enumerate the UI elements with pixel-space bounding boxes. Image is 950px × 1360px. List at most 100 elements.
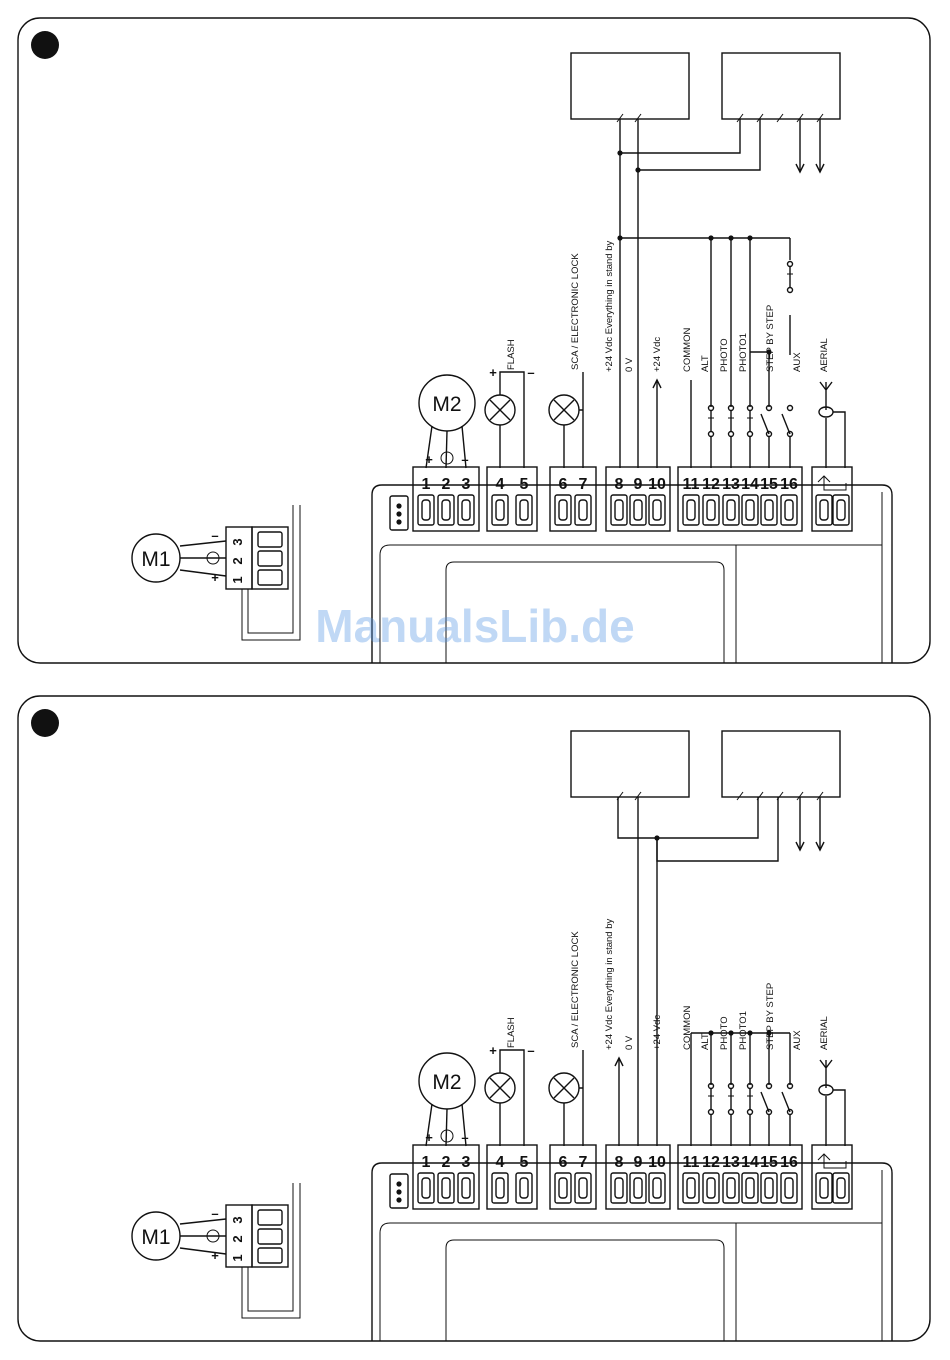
aerial-terminal-block <box>811 1144 853 1210</box>
wire-tx-rx <box>617 797 759 839</box>
wire-mark <box>616 113 624 123</box>
photocell-transmitter <box>570 52 690 120</box>
polarity-plus: + <box>425 1130 433 1145</box>
lamp-cross <box>489 399 511 421</box>
contact-dot <box>765 430 773 438</box>
motor-m1-cable <box>247 1183 294 1312</box>
motor-m1-label: M1 <box>141 548 170 571</box>
screw-body <box>780 494 798 526</box>
screw-slot <box>784 1177 794 1199</box>
screw-body <box>437 494 455 526</box>
terminal-screw <box>491 494 509 526</box>
contact-dot <box>746 1082 754 1090</box>
screw-body <box>780 1172 798 1204</box>
screw-body <box>257 569 283 586</box>
screw-slot <box>652 1177 662 1199</box>
contact-dot <box>786 1082 794 1090</box>
terminal-screw <box>682 1172 700 1204</box>
contact-dot <box>707 1082 715 1090</box>
jumper <box>389 495 409 531</box>
terminal-number: 11 <box>683 476 700 493</box>
contact-dot <box>786 1108 794 1116</box>
terminal-number: 11 <box>683 1154 700 1171</box>
terminal-screw <box>417 1172 435 1204</box>
screw-slot <box>495 499 505 521</box>
screw-slot <box>784 499 794 521</box>
wire-mark <box>634 113 642 123</box>
terminal-number: 6 <box>559 1154 568 1171</box>
terminal-number: 3 <box>462 1154 471 1171</box>
contact-dot <box>707 1108 715 1116</box>
wire-mark <box>796 791 804 801</box>
terminal-screw <box>741 494 759 526</box>
junction-dot <box>396 1197 402 1203</box>
terminal-number: 10 <box>648 1154 666 1171</box>
terminal-number: 4 <box>496 1154 505 1171</box>
label-standby: +24 Vdc Everything in stand by <box>604 919 615 1050</box>
board-outline <box>371 484 893 663</box>
motor-m2-label: M2 <box>432 393 461 416</box>
wire-mark <box>756 791 764 801</box>
nc-contact <box>727 1082 735 1116</box>
terminal-screw <box>722 1172 740 1204</box>
sca-lamp <box>548 394 580 426</box>
label-plus24: +24 Vdc <box>652 1015 663 1050</box>
junction-dot <box>396 503 402 509</box>
screw-slot <box>519 1177 529 1199</box>
photocell-receiver <box>721 52 841 120</box>
screw-body <box>515 494 533 526</box>
screw-body <box>741 1172 759 1204</box>
terminal-block <box>677 466 803 532</box>
arrow-head <box>815 163 825 174</box>
screw-slot <box>819 1177 829 1199</box>
motor-m2-lead <box>445 430 448 469</box>
flash-minus: – <box>527 1043 534 1058</box>
terminal-screw <box>760 1172 778 1204</box>
terminal-number: 1 <box>422 1154 431 1171</box>
label-alt: ALT <box>700 355 711 372</box>
no-contact <box>760 1082 773 1116</box>
motor-m2-lead <box>445 1108 448 1147</box>
polarity-minus: – <box>211 1206 218 1221</box>
terminal-screw <box>648 1172 666 1204</box>
nc-contact <box>707 404 715 438</box>
terminal-screw <box>648 494 666 526</box>
aerial-bridge-icon <box>817 475 847 491</box>
terminal-screw <box>832 494 850 526</box>
wire-mark <box>796 113 804 123</box>
contact-dot <box>707 404 715 412</box>
junction-dot <box>654 835 660 841</box>
terminal-number: 4 <box>496 476 505 493</box>
screw-body <box>832 494 850 526</box>
junction-dot <box>396 511 402 517</box>
polarity-plus: + <box>211 1248 219 1263</box>
wire-mark <box>776 791 784 801</box>
terminal-screw <box>491 1172 509 1204</box>
flash-minus: – <box>527 365 534 380</box>
contact-dot <box>746 430 754 438</box>
sca-wire <box>579 372 584 468</box>
motor-m2-label: M2 <box>432 1071 461 1094</box>
label-alt: ALT <box>700 1033 711 1050</box>
screw-slot <box>633 499 643 521</box>
screw-body <box>574 494 592 526</box>
no-contact <box>760 404 773 438</box>
screw-body <box>832 1172 850 1204</box>
jumper <box>389 1173 409 1209</box>
terminal-number: 6 <box>559 476 568 493</box>
screw-slot <box>745 499 755 521</box>
screw-slot <box>495 1177 505 1199</box>
terminal-screw <box>610 494 628 526</box>
panel-frame <box>17 695 931 1342</box>
screw-body <box>515 1172 533 1204</box>
terminal-screw <box>554 494 572 526</box>
sca-label: SCA / ELECTRONIC LOCK <box>570 253 581 370</box>
board-inner <box>379 544 882 663</box>
polarity-plus: + <box>425 452 433 467</box>
nc-contact <box>727 404 735 438</box>
terminal-screw <box>815 494 833 526</box>
screw-slot <box>461 499 471 521</box>
screw-slot <box>614 499 624 521</box>
contact-dot <box>746 1108 754 1116</box>
motor-m1-terminal-number: 1 <box>230 1254 245 1261</box>
